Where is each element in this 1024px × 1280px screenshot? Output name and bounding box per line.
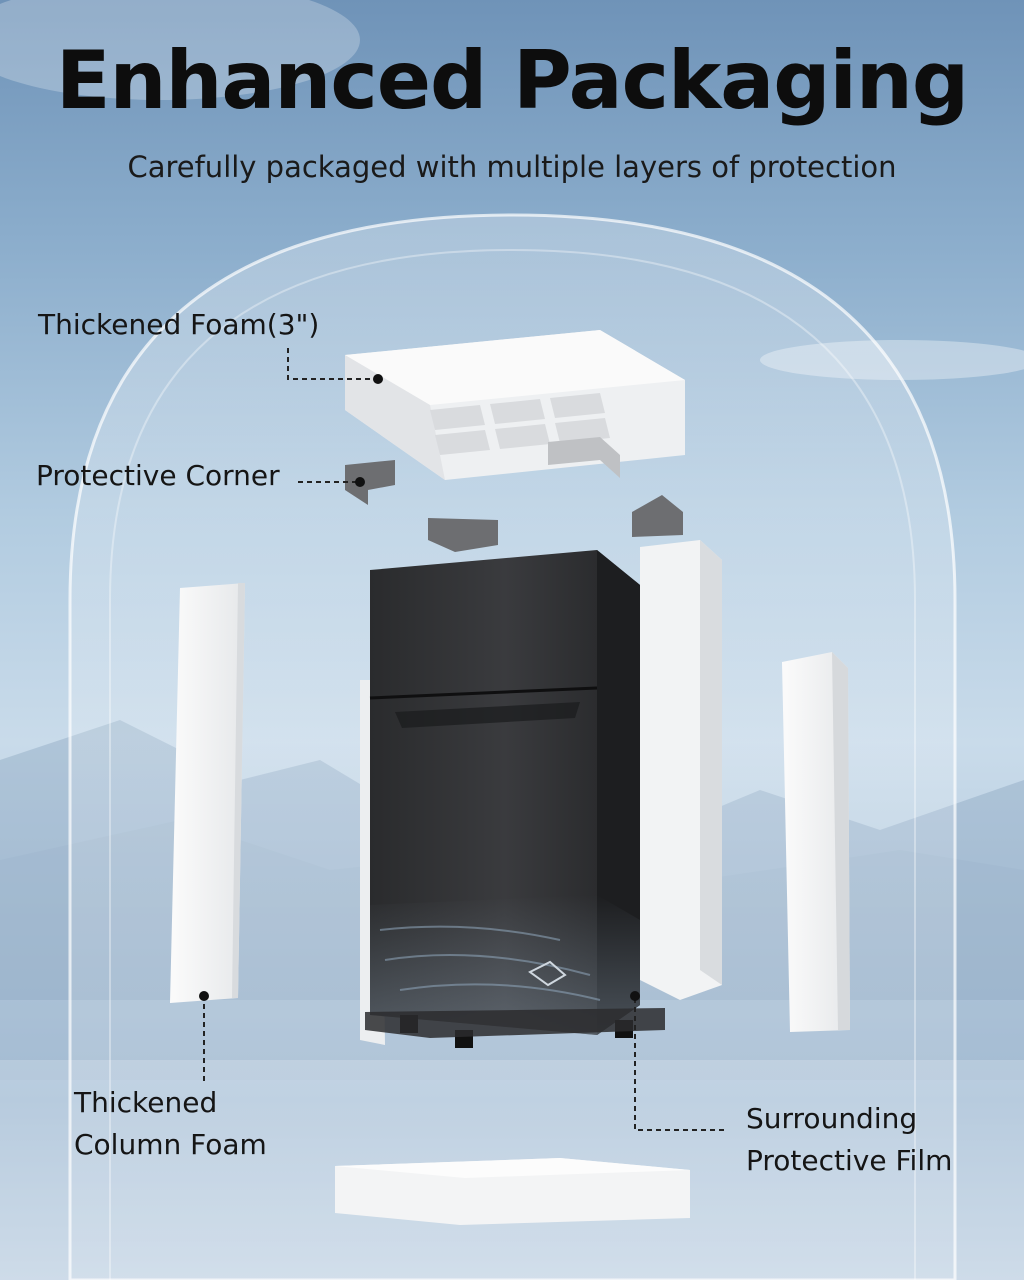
mini-fridge	[365, 550, 665, 1048]
label-top-foam: Thickened Foam(3")	[38, 308, 320, 341]
label-protective-corner: Protective Corner	[36, 459, 280, 492]
label-protective-film: Surrounding Protective Film	[746, 1098, 952, 1182]
label-protective-film-line2: Protective Film	[746, 1144, 953, 1177]
page-title: Enhanced Packaging	[55, 34, 969, 127]
bottom-foam-slab	[335, 1158, 690, 1225]
label-column-foam: Thickened Column Foam	[74, 1082, 267, 1166]
right-column-foam	[782, 652, 850, 1032]
corner-protectors	[345, 437, 683, 552]
leader-dots	[199, 374, 640, 1001]
front-right-foam	[640, 540, 722, 1000]
leader-lines	[203, 348, 725, 1131]
label-column-foam-line2: Column Foam	[74, 1128, 267, 1161]
label-protective-film-line1: Surrounding	[746, 1102, 918, 1135]
label-column-foam-line1: Thickened	[74, 1086, 218, 1119]
left-column-foam	[170, 583, 245, 1003]
page-subtitle: Carefully packaged with multiple layers …	[127, 150, 897, 184]
